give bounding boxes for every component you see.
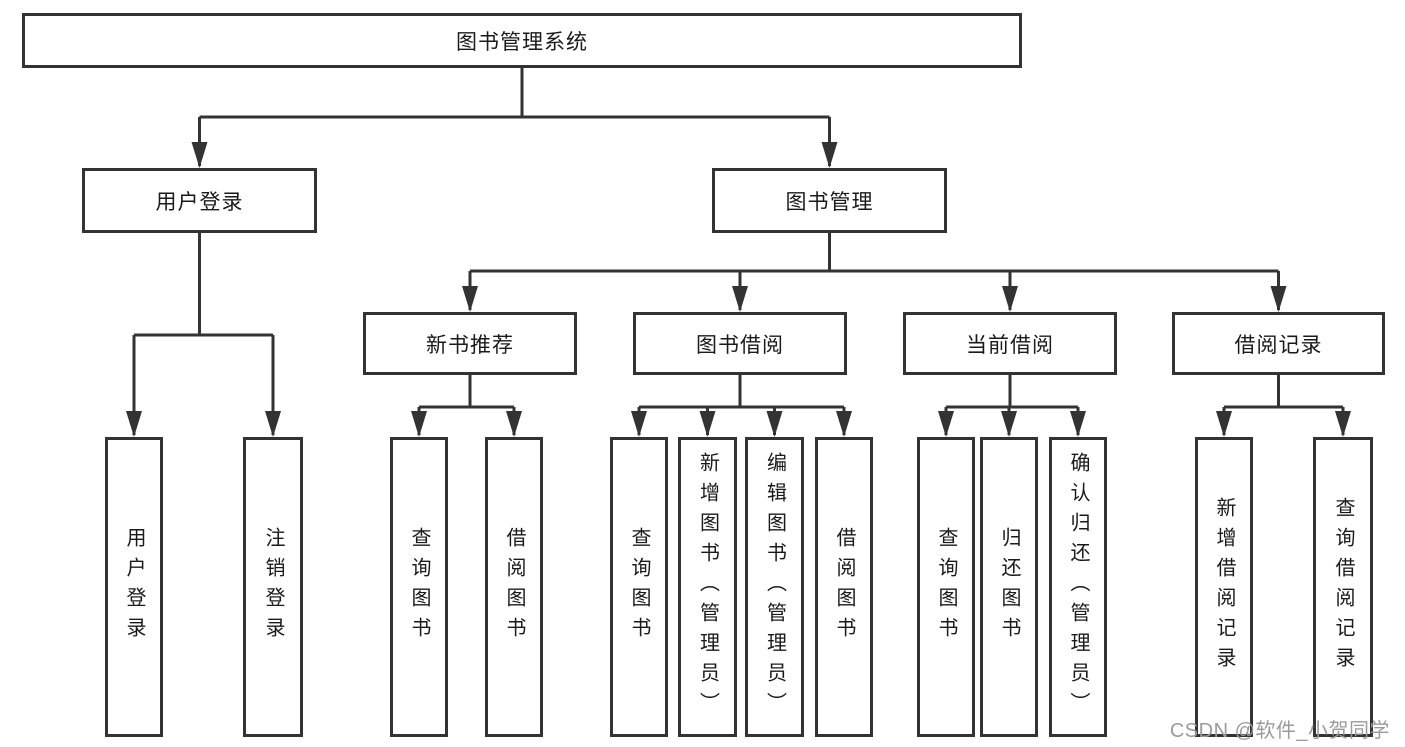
leaf-borrow-books-recommend: 借阅图书 <box>485 437 543 737</box>
leaf-user-login-label: 用户登录 <box>123 527 145 647</box>
leaf-confirm-return-admin-label: 确认归还（管理员） <box>1067 452 1089 722</box>
arrowhead <box>631 411 647 437</box>
arrowhead <box>1270 286 1287 312</box>
arrowhead <box>265 411 281 437</box>
arrowhead <box>836 411 852 437</box>
connector-book-borrow-children <box>631 375 852 437</box>
leaf-borrow-books-recommend-label: 借阅图书 <box>503 527 525 647</box>
connector-new-book-recommend-children <box>411 375 522 437</box>
node-book-borrow: 图书借阅 <box>633 312 847 375</box>
leaf-add-book-admin: 新增图书（管理员） <box>678 437 737 737</box>
leaf-query-books-recommend-label: 查询图书 <box>408 527 430 647</box>
arrowhead <box>462 286 478 312</box>
leaf-add-borrow-record: 新增借阅记录 <box>1195 437 1253 737</box>
leaf-edit-book-admin: 编辑图书（管理员） <box>745 437 804 737</box>
leaf-borrow-books-2: 借阅图书 <box>815 437 873 737</box>
leaf-query-books-current-label: 查询图书 <box>935 527 957 647</box>
leaf-edit-book-admin-label: 编辑图书（管理员） <box>763 452 786 722</box>
leaf-query-books-current: 查询图书 <box>917 437 975 737</box>
leaf-query-books-borrow-label: 查询图书 <box>628 527 650 647</box>
node-current-borrow-label: 当前借阅 <box>966 333 1054 357</box>
node-new-book-recommend: 新书推荐 <box>363 312 577 375</box>
arrowhead <box>766 411 783 437</box>
arrowhead <box>938 411 954 437</box>
connector-borrow-records-children <box>1216 375 1351 437</box>
arrowhead <box>732 286 748 312</box>
arrowhead <box>126 411 142 437</box>
leaf-logout: 注销登录 <box>243 437 303 737</box>
arrowhead <box>1001 411 1017 437</box>
leaf-add-borrow-record-label: 新增借阅记录 <box>1213 497 1235 677</box>
node-root: 图书管理系统 <box>22 13 1022 68</box>
leaf-query-borrow-record-label: 查询借阅记录 <box>1332 497 1354 677</box>
leaf-return-books-label: 归还图书 <box>998 527 1020 647</box>
arrowhead <box>411 411 427 437</box>
node-current-borrow: 当前借阅 <box>903 312 1117 375</box>
leaf-borrow-books-2-label: 借阅图书 <box>833 527 855 647</box>
connector-book-management-children <box>462 233 1287 312</box>
connector-current-borrow-children <box>938 375 1086 437</box>
node-user-login-label: 用户登录 <box>155 190 244 214</box>
leaf-confirm-return-admin: 确认归还（管理员） <box>1049 437 1107 737</box>
connector-root-to-level2 <box>191 68 838 168</box>
arrowhead <box>821 142 838 168</box>
arrowhead <box>699 411 716 437</box>
connector-user-login-children <box>126 233 281 437</box>
arrowhead <box>191 142 208 168</box>
node-book-management: 图书管理 <box>712 168 947 233</box>
leaf-query-books-borrow: 查询图书 <box>610 437 668 737</box>
node-book-borrow-label: 图书借阅 <box>696 333 784 357</box>
node-user-login: 用户登录 <box>82 168 317 233</box>
leaf-add-book-admin-label: 新增图书（管理员） <box>696 452 719 722</box>
arrowhead <box>1070 411 1086 437</box>
arrowhead <box>1335 411 1351 437</box>
leaf-user-login: 用户登录 <box>105 437 163 737</box>
node-root-label: 图书管理系统 <box>456 30 588 54</box>
leaf-query-books-recommend: 查询图书 <box>390 437 448 737</box>
node-book-management-label: 图书管理 <box>785 190 874 214</box>
leaf-query-borrow-record: 查询借阅记录 <box>1313 437 1373 737</box>
arrowhead <box>1002 286 1018 312</box>
arrowhead <box>1216 411 1232 437</box>
leaf-logout-label: 注销登录 <box>262 527 284 647</box>
arrowhead <box>506 411 522 437</box>
node-borrow-records: 借阅记录 <box>1172 312 1385 375</box>
node-borrow-records-label: 借阅记录 <box>1234 333 1323 357</box>
csdn-watermark: CSDN @软件_小贺同学 <box>1169 720 1390 742</box>
node-new-book-recommend-label: 新书推荐 <box>426 333 514 357</box>
leaf-return-books: 归还图书 <box>980 437 1038 737</box>
